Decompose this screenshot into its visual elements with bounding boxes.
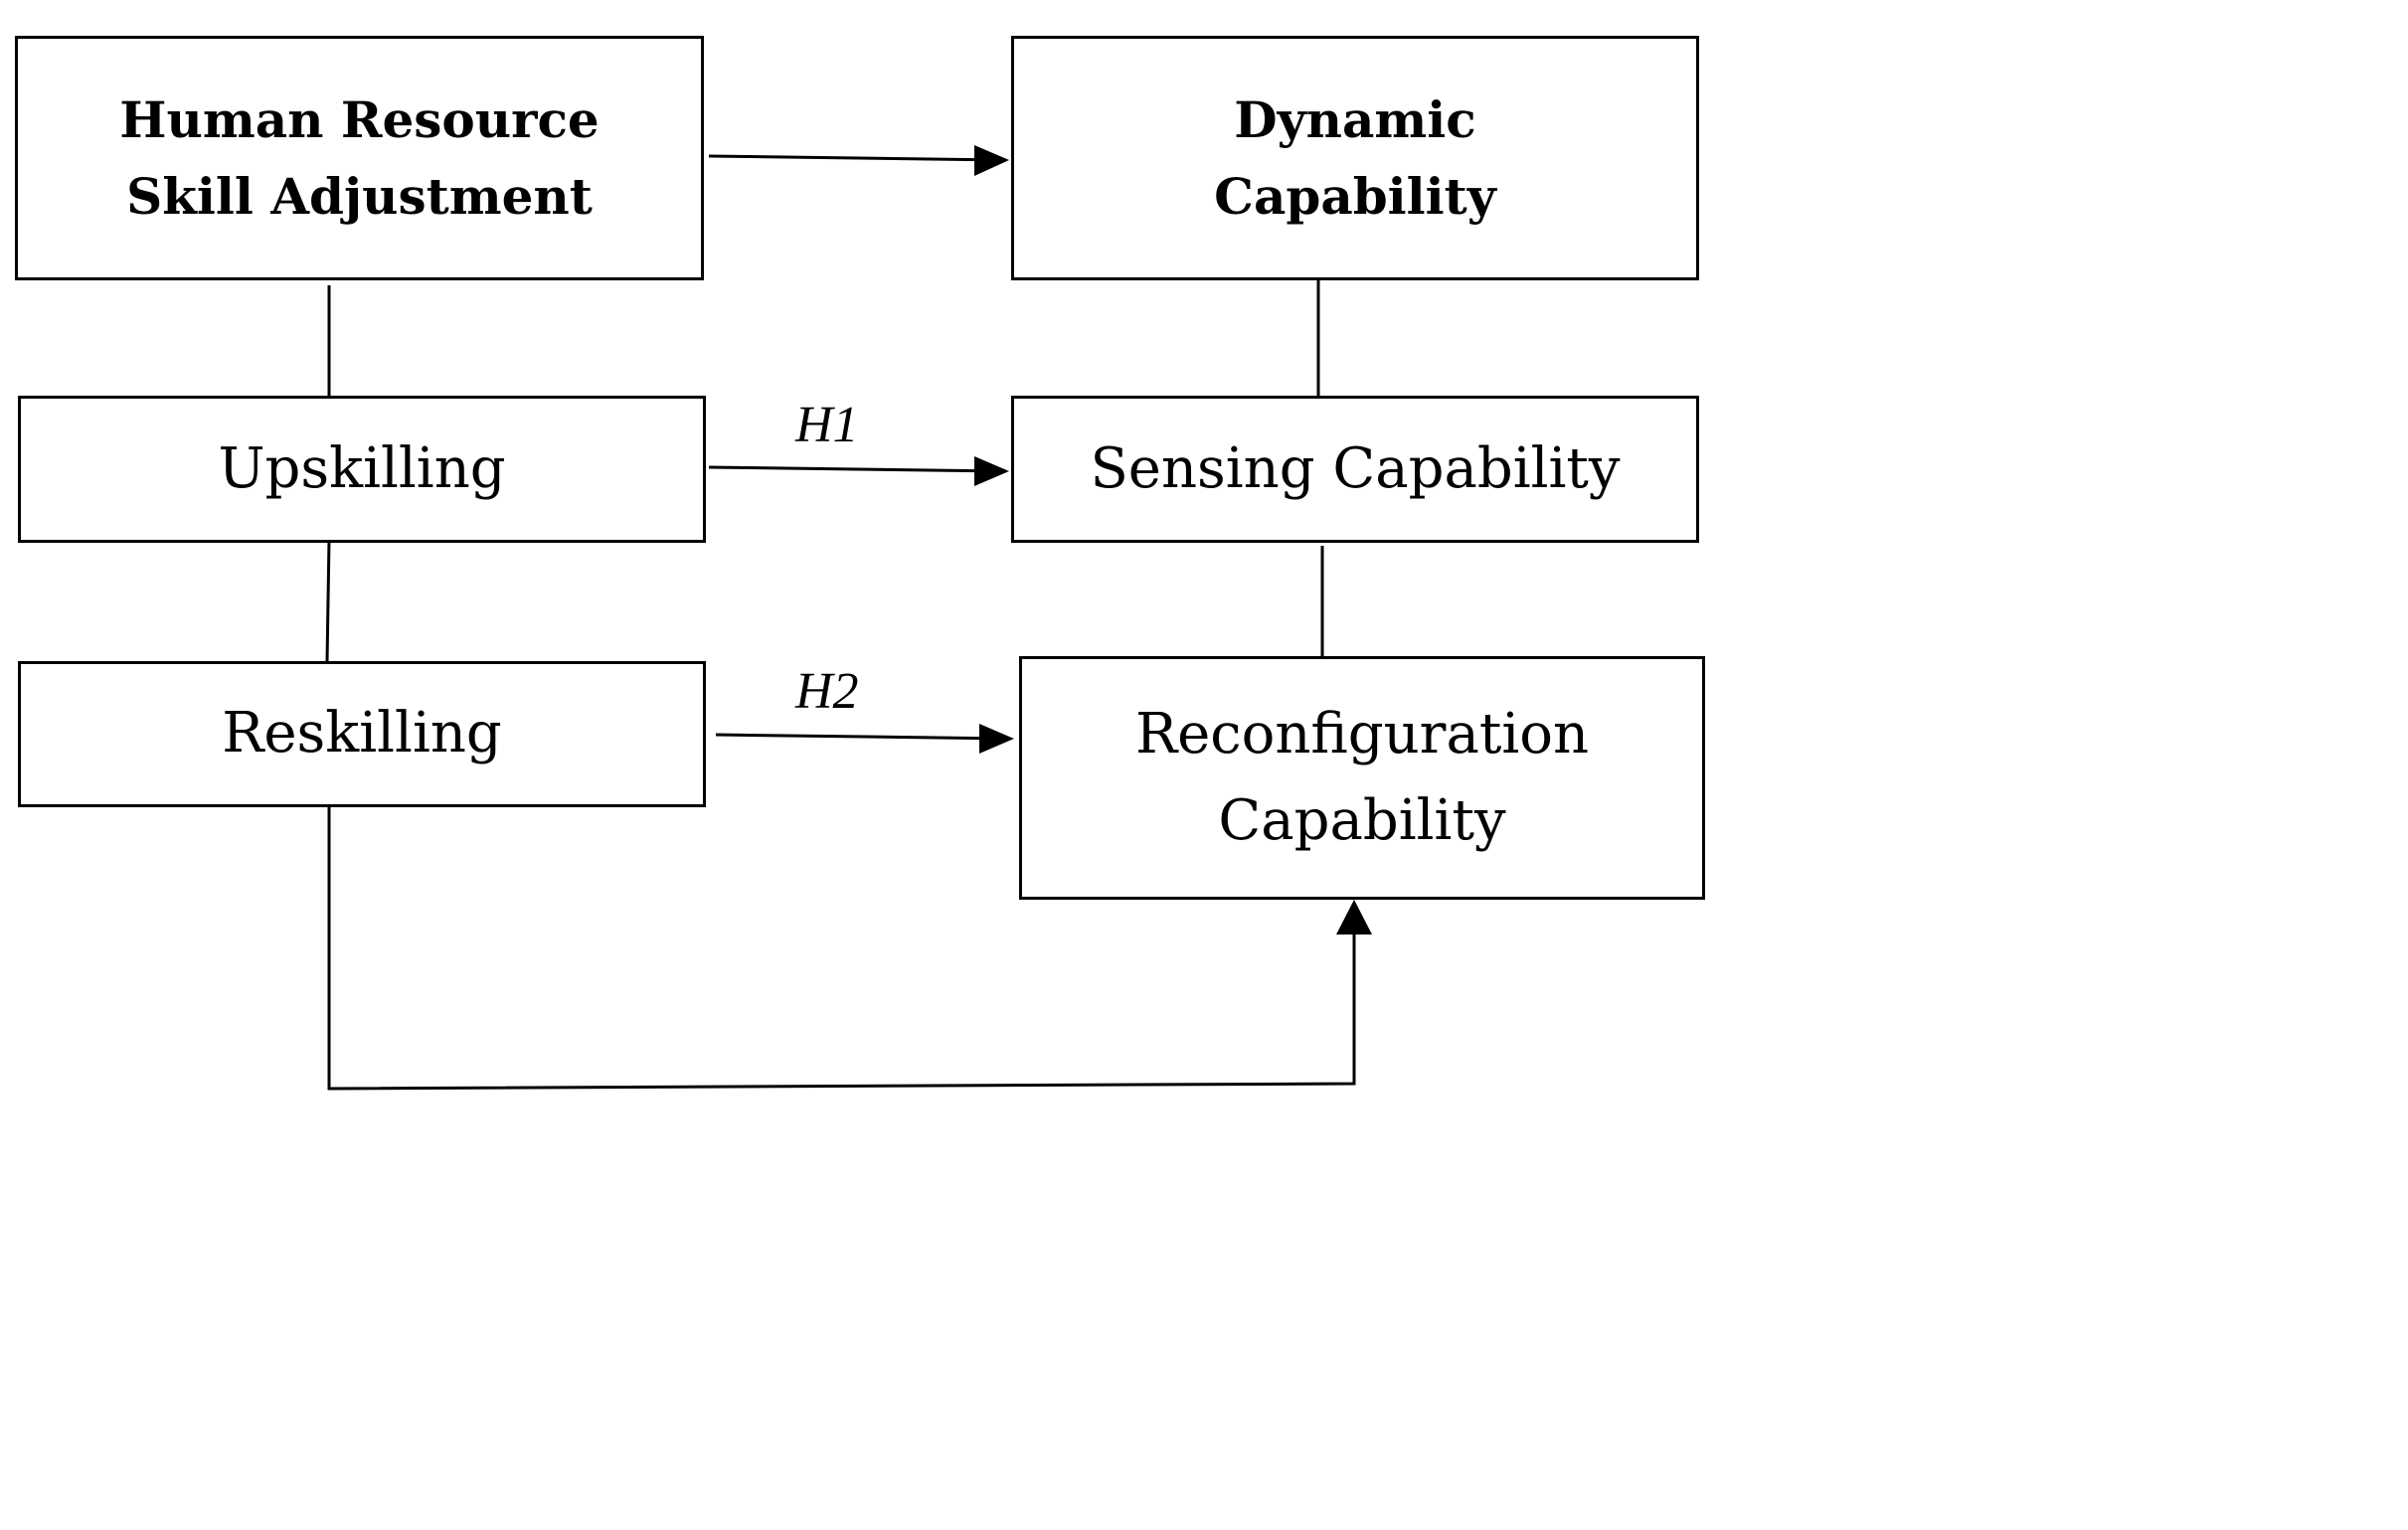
reconfiguration-capability-line1: Reconfiguration [1134,701,1590,766]
upskilling-label: Upskilling [218,435,506,501]
reconfiguration-capability-line2: Capability [1218,787,1506,853]
arrowhead-loop-to-reconfiguration [1336,900,1372,935]
connector-upskilling-reskilling [325,539,331,662]
hypothesis-h1-label: H1 [795,397,859,453]
conceptual-model-diagram: Human Resource Skill Adjustment Dynamic … [15,36,1705,1091]
sensing-capability-label: Sensing Capability [1090,435,1621,501]
hr-skill-adjustment-line1: Human Resource [119,89,600,149]
arrowhead-reskilling-to-reconfiguration [979,724,1014,754]
dynamic-capability-line2: Capability [1214,167,1496,226]
box-hr-skill-adjustment: Human Resource Skill Adjustment [15,36,704,280]
arrow-upskilling-to-sensing [708,465,1005,473]
hr-skill-adjustment-line2: Skill Adjustment [126,167,593,226]
connectors [325,145,1372,1091]
arrow-hr-to-dynamic [708,154,1005,162]
box-dynamic-capability: Dynamic Capability [1011,36,1699,280]
box-reskilling: Reskilling [18,661,706,807]
arrow-reskilling-loop-to-reconfiguration [327,807,1356,1091]
arrowhead-upskilling-to-sensing [974,456,1009,486]
box-reconfiguration-capability: Reconfiguration Capability [1019,656,1705,900]
hypothesis-h2-label: H2 [795,663,859,720]
box-upskilling: Upskilling [18,396,706,543]
arrow-reskilling-to-reconfiguration [715,733,1010,741]
dynamic-capability-line1: Dynamic [1234,89,1476,149]
arrowhead-hr-to-dynamic [974,145,1009,176]
box-sensing-capability: Sensing Capability [1011,396,1699,543]
reskilling-label: Reskilling [222,701,502,766]
